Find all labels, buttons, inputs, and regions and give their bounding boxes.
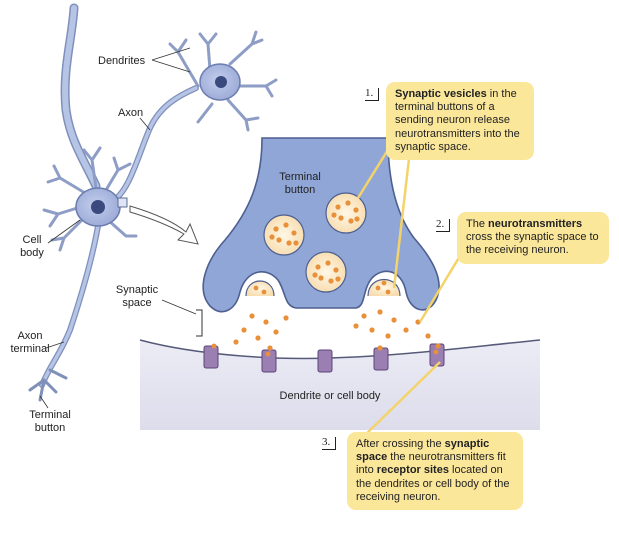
label-cell-2: body: [20, 247, 44, 259]
open-vesicle: [367, 279, 401, 297]
callout-2-pre: The: [466, 218, 489, 230]
callout-2: The neurotransmitters cross the synaptic…: [457, 212, 609, 264]
vesicle: [325, 192, 367, 234]
label-dendrite-cell-body: Dendrite or cell body: [280, 390, 381, 402]
label-inner-terminal-2: button: [285, 184, 316, 196]
label-cell-1: Cell: [23, 234, 42, 246]
callout-2-text: cross the synaptic space to the receivin…: [466, 231, 599, 257]
released-neurotransmitters: [211, 309, 441, 357]
vesicle: [305, 251, 347, 293]
synaptic-vesicles: [245, 192, 401, 297]
zoom-marker: [117, 197, 128, 208]
callout-number-1: 1.: [365, 88, 379, 101]
callout-1-bold: Synaptic vesicles: [395, 88, 487, 100]
zoom-arrow: [129, 205, 199, 245]
label-synaptic-1: Synaptic: [116, 284, 159, 296]
label-axon-terminal-1: Axon: [17, 330, 42, 342]
callout-3-mid: the neurotransmitters fit into: [356, 451, 506, 477]
label-axon-terminal-2: terminal: [10, 343, 49, 355]
callout-3: After crossing the synaptic space the ne…: [347, 432, 523, 511]
receiving-neuron-small: [168, 30, 278, 132]
receptor-sites: [203, 343, 445, 373]
receptor: [203, 345, 219, 369]
label-terminal-button-2: button: [35, 422, 66, 434]
neurotransmitters-in-vesicles: [253, 200, 391, 295]
callout-1: Synaptic vesicles in the terminal button…: [386, 82, 534, 161]
label-synaptic-2: space: [122, 297, 151, 309]
neuron-axon: [39, 223, 101, 388]
callout-3-text: located on the dendrites or cell body of…: [356, 464, 510, 503]
left-labels: Dendrites Axon Cell body Axon terminal T…: [10, 47, 191, 434]
vesicle: [263, 214, 305, 256]
receiving-membrane: Dendrite or cell body: [139, 339, 541, 430]
label-terminal-button-1: Terminal: [29, 409, 71, 421]
label-axon: Axon: [118, 107, 143, 119]
callout-2-bold: neurotransmitters: [488, 218, 583, 230]
receptor: [373, 347, 389, 371]
callout-1-text: in the terminal buttons of a sending neu…: [395, 88, 520, 153]
label-inner-terminal-1: Terminal: [279, 171, 321, 183]
synaptic-space-marker: Synaptic space: [116, 284, 203, 337]
callout-3-bold2: receptor sites: [376, 464, 449, 477]
callout-3-pre: After crossing the: [356, 438, 445, 450]
label-dendrites: Dendrites: [98, 55, 146, 67]
callout-number-2: 2.: [436, 219, 450, 232]
terminal-button-shape: Terminal button: [202, 137, 440, 313]
receptor: [317, 349, 333, 373]
sending-neuron: [28, 3, 199, 402]
open-vesicle: [245, 280, 275, 297]
callout-3-bold: synaptic space: [356, 438, 490, 464]
callout-number-3: 3.: [322, 437, 336, 450]
